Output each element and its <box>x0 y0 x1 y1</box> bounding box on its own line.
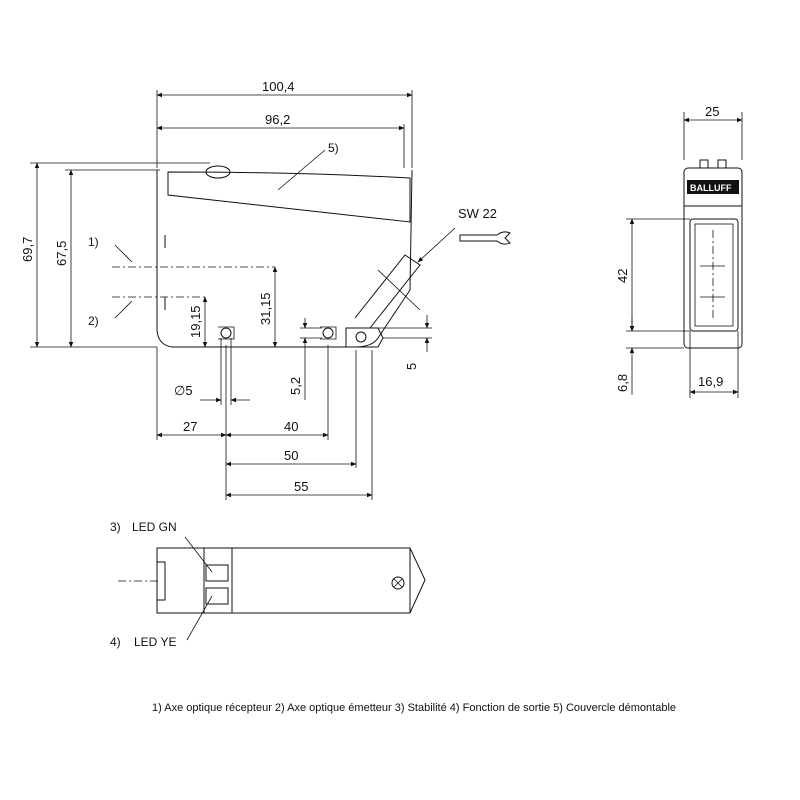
lens-window <box>694 223 734 327</box>
dim-slot-offset: 5 <box>404 363 419 370</box>
dim-hole-diameter: ∅5 <box>174 383 193 398</box>
dim-lens-height: 42 <box>615 269 630 283</box>
led-gn <box>205 564 229 582</box>
top-view-slot <box>156 561 166 601</box>
callout-2: 2) <box>88 314 99 328</box>
led-gn-label: LED GN <box>132 520 177 534</box>
connector-axis <box>377 269 421 311</box>
dim-lens-bottom: 6,8 <box>615 374 630 392</box>
brand-label: BALLUFF <box>690 183 732 193</box>
dim-hole-offset: 5,2 <box>288 377 303 395</box>
cover-latch <box>205 165 231 179</box>
dim-50: 50 <box>284 448 298 463</box>
top-view: 3) LED GN 4) LED YE <box>110 520 426 649</box>
dim-55: 55 <box>294 479 308 494</box>
dim-overall-length: 100,4 <box>262 79 295 94</box>
wrench-size-label: SW 22 <box>458 206 497 221</box>
callout-leader <box>186 595 213 641</box>
mounting-slot <box>345 327 384 348</box>
dim-axis2-height: 19,15 <box>188 305 203 338</box>
dim-axis1-height: 31,15 <box>258 292 273 325</box>
wrench-icon <box>459 231 511 245</box>
removable-cover <box>167 171 411 223</box>
callout-1: 1) <box>88 235 99 249</box>
mounting-hole <box>322 327 334 339</box>
dim-27: 27 <box>183 419 197 434</box>
side-view: 1) 2) 5) SW 22 100,4 96,2 69,7 67,5 31,1… <box>20 79 511 500</box>
dim-40: 40 <box>284 419 298 434</box>
screw-head <box>391 576 405 590</box>
dim-body-height: 67,5 <box>54 241 69 266</box>
hole-nut <box>218 326 235 340</box>
dim-width: 25 <box>705 104 719 119</box>
front-view-tab <box>717 159 727 169</box>
callout-leader <box>114 300 133 319</box>
angled-connector <box>354 254 421 329</box>
mounting-hole <box>355 331 367 343</box>
lens-window-outer <box>689 218 739 332</box>
dim-body-length: 96,2 <box>265 112 290 127</box>
top-view-body <box>156 547 426 614</box>
callout-4: 4) <box>110 635 121 649</box>
led-ye-label: LED YE <box>134 635 176 649</box>
callout-3: 3) <box>110 520 121 534</box>
callout-leader <box>114 244 133 263</box>
callout-leader <box>184 536 213 573</box>
led-ye <box>205 587 229 605</box>
mounting-hole <box>220 327 232 339</box>
dim-overall-height: 69,7 <box>20 237 35 262</box>
legend: 1) Axe optique récepteur 2) Axe optique … <box>152 702 676 714</box>
callout-5: 5) <box>328 141 339 155</box>
dim-lens-width: 16,9 <box>698 374 723 389</box>
callout-leader <box>277 149 326 191</box>
brand-plate <box>687 180 739 194</box>
wrench-leader <box>417 227 456 263</box>
hole-nut <box>320 326 337 340</box>
front-view-tab <box>699 159 709 169</box>
front-view: BALLUFF 25 42 6,8 16,9 <box>615 104 743 398</box>
front-view-body <box>683 167 743 349</box>
